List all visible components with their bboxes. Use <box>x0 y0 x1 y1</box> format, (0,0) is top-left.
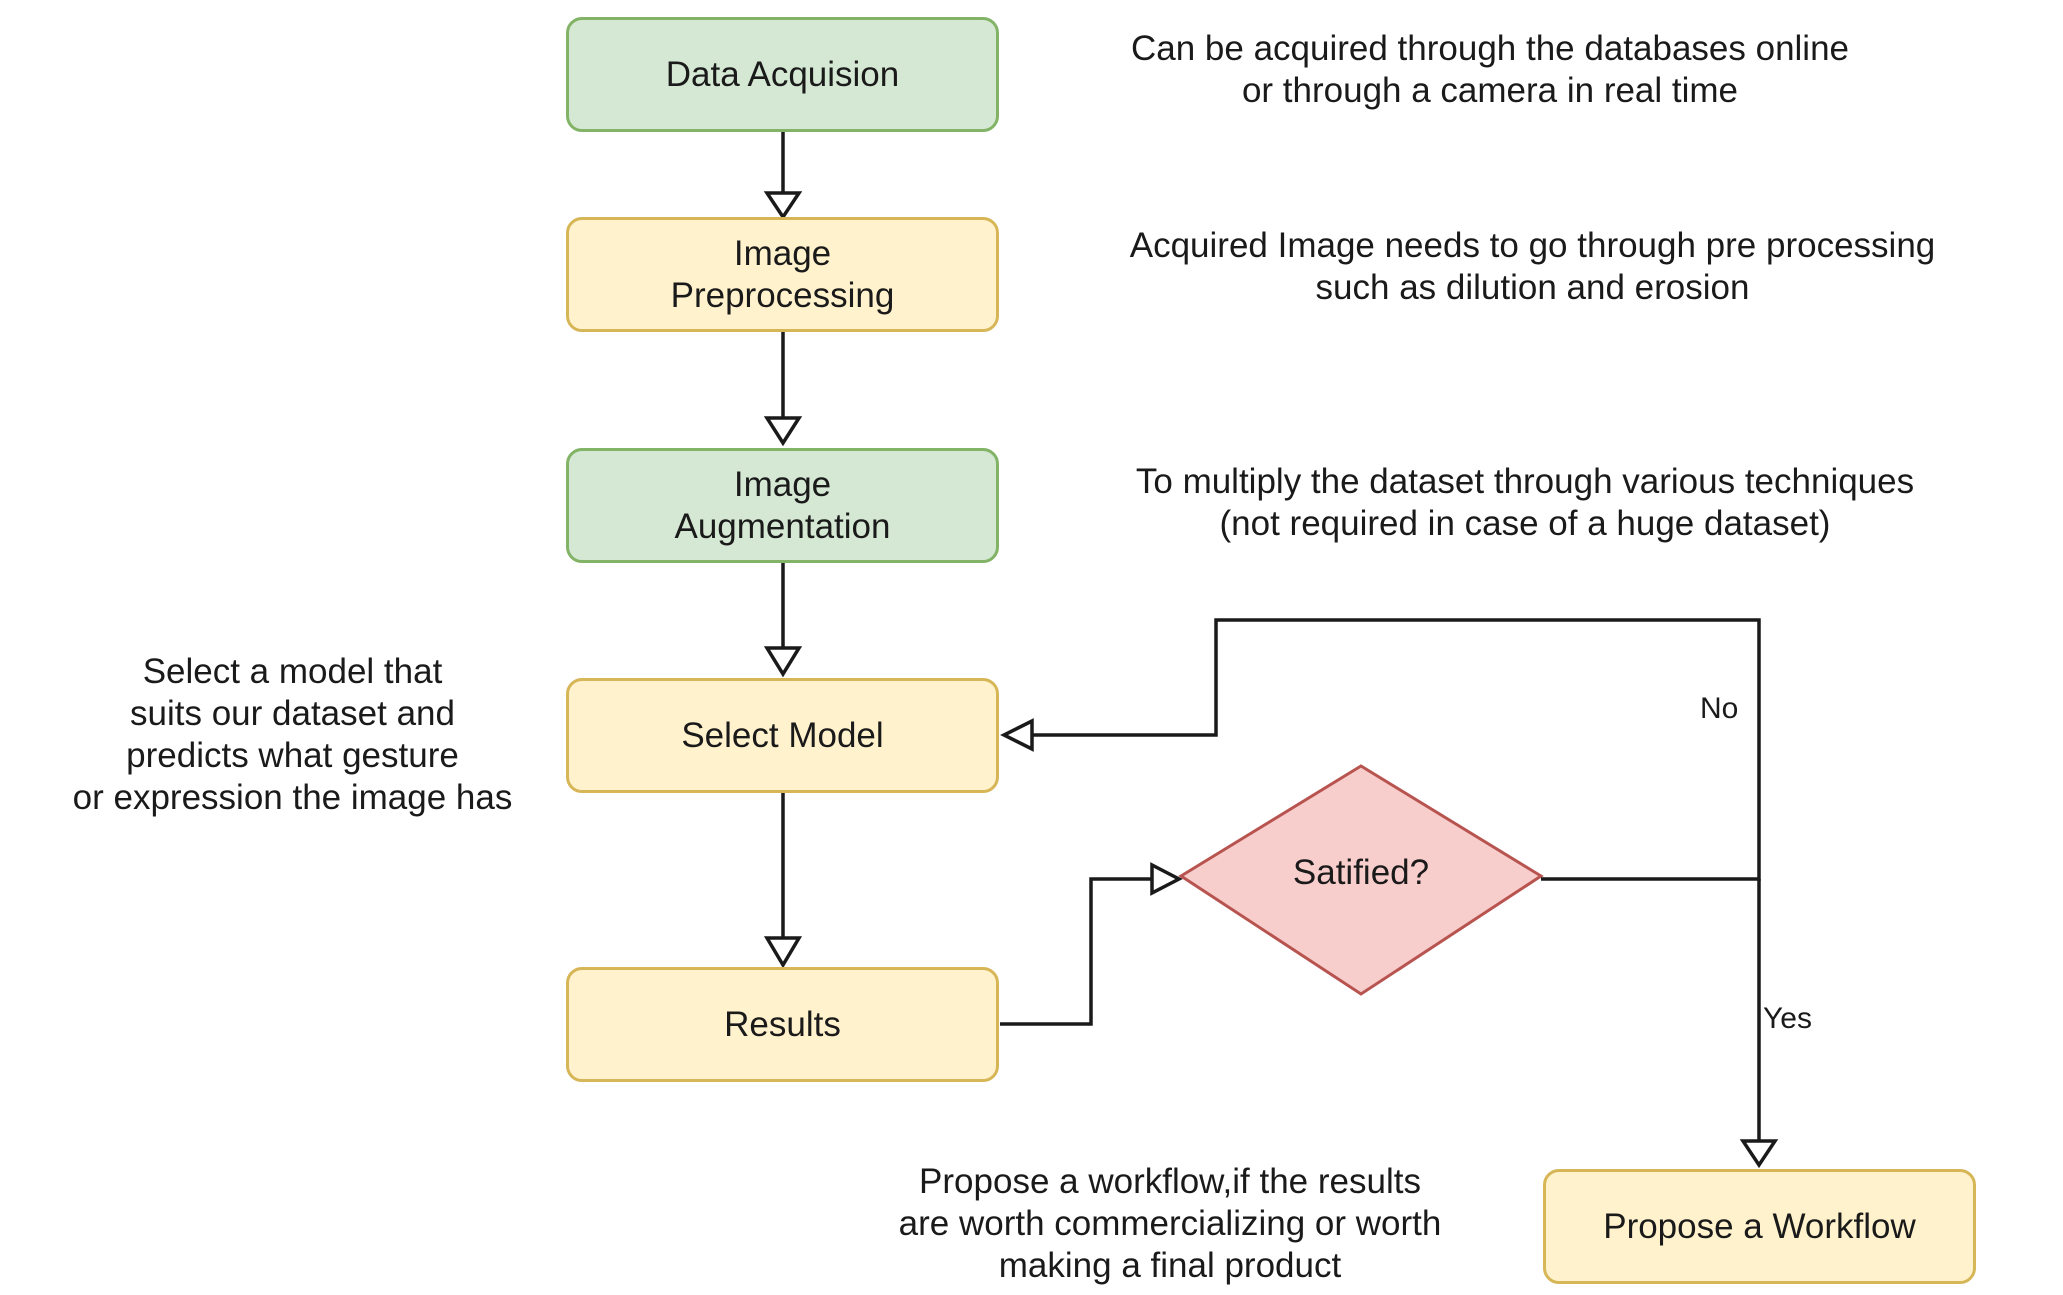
results-label: Results <box>724 1004 841 1044</box>
edge-results-to-satisfied <box>1000 877 1152 1026</box>
edge-label-yes: Yes <box>1763 1002 1812 1035</box>
arrowhead-down <box>763 646 803 678</box>
edge-satisfied-no-to-select-model <box>1032 618 1761 881</box>
select-model-node[interactable]: Select Model <box>566 678 999 793</box>
arrowhead-down <box>763 936 803 969</box>
arrowhead-left <box>1000 718 1034 752</box>
satisfied-label: Satified? <box>1292 853 1430 892</box>
image-augmentation-node[interactable]: Image Augmentation <box>566 448 999 563</box>
arrowhead-down <box>763 416 803 447</box>
propose-workflow-note: Propose a workflow,if the results are wo… <box>898 1162 1442 1285</box>
image-preprocessing-note: Acquired Image needs to go through pre p… <box>1129 226 1936 307</box>
data-acquisition-node[interactable]: Data Acquision <box>566 17 999 132</box>
arrowhead-right <box>1150 862 1183 896</box>
image-augmentation-label: Image Augmentation <box>674 464 891 546</box>
results-node[interactable]: Results <box>566 967 999 1082</box>
select-model-label: Select Model <box>681 715 884 755</box>
image-preprocessing-node[interactable]: Image Preprocessing <box>566 217 999 332</box>
select-model-note: Select a model that suits our dataset an… <box>72 652 513 817</box>
image-augmentation-note: To multiply the dataset through various … <box>1135 462 1915 543</box>
arrowhead-down <box>763 191 803 221</box>
propose-workflow-node[interactable]: Propose a Workflow <box>1543 1169 1976 1284</box>
satisfied-decision-diamond[interactable] <box>1178 764 1544 996</box>
arrowhead-down <box>1739 1139 1779 1169</box>
propose-workflow-label: Propose a Workflow <box>1603 1206 1916 1246</box>
edge-label-no: No <box>1700 692 1739 725</box>
image-preprocessing-label: Image Preprocessing <box>670 233 895 315</box>
data-acquisition-note: Can be acquired through the databases on… <box>1130 29 1850 110</box>
data-acquisition-label: Data Acquision <box>665 54 900 94</box>
